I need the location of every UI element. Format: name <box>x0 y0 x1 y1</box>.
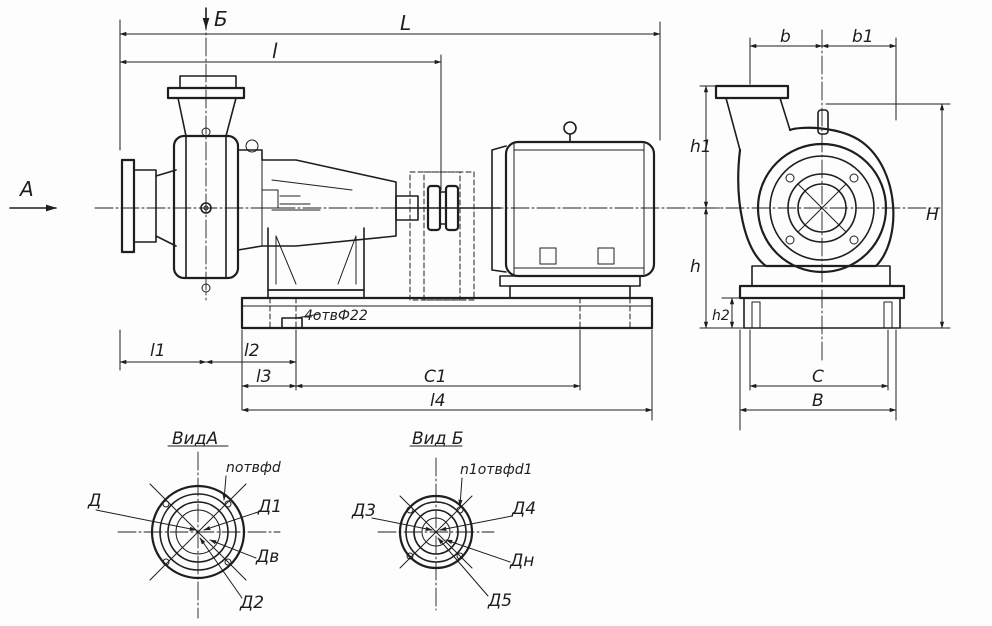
view-a-holes-label: nотвфd <box>226 460 281 476</box>
label-Dn: Дн <box>509 551 534 571</box>
dim-h1-label: h1 <box>690 137 712 157</box>
dim-b1-label: b1 <box>852 27 874 47</box>
dim-b-label: b <box>780 27 791 47</box>
label-D: Д <box>87 491 101 511</box>
label-D3: Д3 <box>351 501 376 521</box>
dim-H-label: H <box>926 205 939 225</box>
view-a <box>95 445 281 619</box>
dim-l4-label: l4 <box>430 391 446 411</box>
arrow-b-label: Б <box>214 7 228 31</box>
dim-h2-label: h2 <box>712 308 730 324</box>
label-D4: Д4 <box>511 499 536 519</box>
dim-h-label: h <box>690 257 701 277</box>
label-Dv: Дв <box>255 547 279 567</box>
base-holes-label: 4отвФ22 <box>304 308 368 324</box>
dim-B-label: B <box>812 391 824 411</box>
dim-l-label: l <box>272 39 278 63</box>
dim-C1-label: C1 <box>424 367 447 387</box>
label-D5: Д5 <box>487 591 512 611</box>
dim-l1-label: l1 <box>150 341 166 361</box>
dim-L-label: L <box>400 11 411 35</box>
dim-l3-label: l3 <box>256 367 272 387</box>
dim-l2-label: l2 <box>244 341 260 361</box>
label-D1: Д1 <box>257 497 282 517</box>
view-b-holes-label: n1отвфd1 <box>460 462 533 478</box>
side-view <box>9 7 721 421</box>
view-b-title: Вид Б <box>412 429 464 449</box>
dim-C-label: C <box>812 367 824 387</box>
view-b <box>371 445 513 611</box>
arrow-a-label: A <box>18 177 34 201</box>
label-D2: Д2 <box>239 593 264 613</box>
view-a-title: ВидА <box>172 429 218 449</box>
end-view <box>699 29 951 431</box>
